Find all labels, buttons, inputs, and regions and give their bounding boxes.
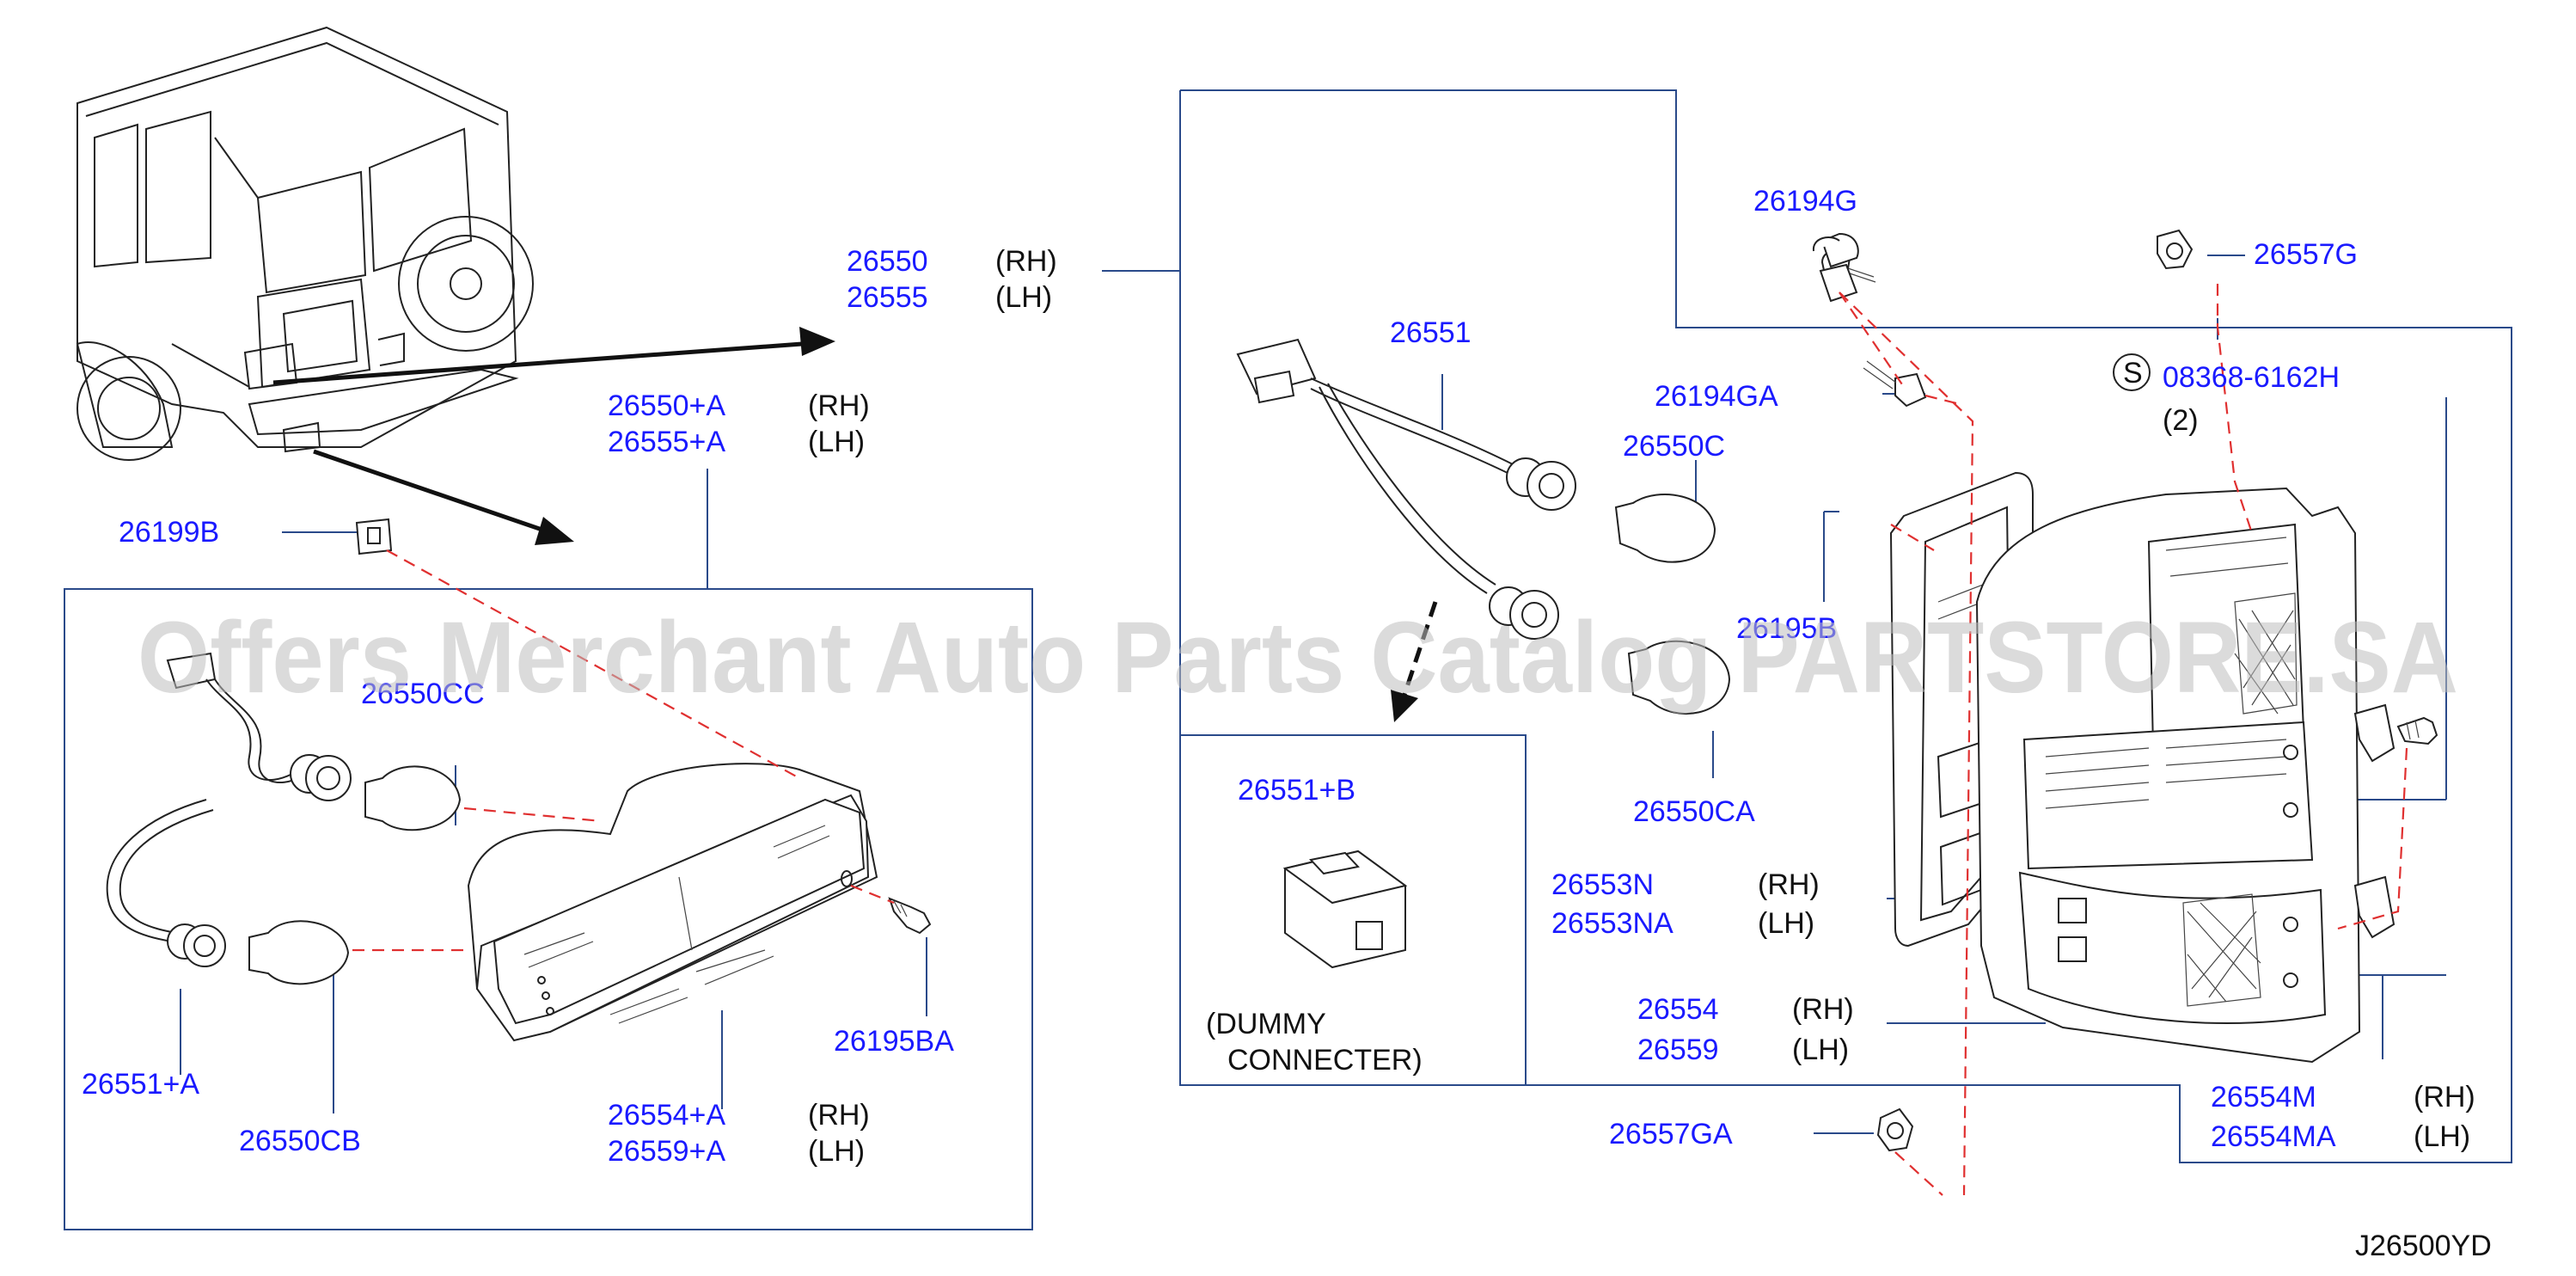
part-number-26555A: 26555+A — [608, 426, 725, 458]
dummy-connector-label-1: (DUMMY — [1206, 1008, 1326, 1040]
part-number-26550CB: 26550CB — [239, 1125, 361, 1157]
dummy-connector-label-2: CONNECTER) — [1227, 1044, 1423, 1077]
part-number-26550A: 26550+A — [608, 390, 725, 422]
part-labels: 26550 26555 (RH) (LH) 26550+A 26555+A (R… — [82, 185, 2492, 1262]
part-number-26553NA: 26553NA — [1551, 907, 1673, 940]
dummy-connector-box — [1179, 734, 1527, 1086]
pointer-arrows — [272, 327, 835, 545]
part-number-26194G: 26194G — [1753, 185, 1857, 218]
watermark-text: Offers Merchant Auto Parts Catalog PARTS… — [138, 601, 2458, 715]
part-number-26550CC: 26550CC — [361, 678, 485, 710]
part-number-26550CA: 26550CA — [1633, 795, 1755, 828]
side-lh: (LH) — [808, 426, 865, 458]
side-lh: (LH) — [2414, 1120, 2470, 1153]
part-number-26553N: 26553N — [1551, 868, 1654, 901]
part-number-26559: 26559 — [1637, 1034, 1719, 1066]
part-number-26555: 26555 — [847, 281, 928, 314]
left-assembly-box — [64, 588, 1033, 1230]
part-number-26551A: 26551+A — [82, 1068, 199, 1101]
part-number-26554A: 26554+A — [608, 1099, 725, 1132]
side-rh: (RH) — [808, 1099, 870, 1132]
part-number-26554M: 26554M — [2211, 1081, 2316, 1113]
side-lh: (LH) — [1792, 1034, 1849, 1066]
part-number-26554MA: 26554MA — [2211, 1120, 2336, 1153]
side-lh: (LH) — [808, 1135, 865, 1168]
part-number-26557G: 26557G — [2254, 238, 2358, 271]
part-number-26559A: 26559+A — [608, 1135, 725, 1168]
side-rh: (RH) — [1792, 993, 1854, 1026]
side-rh: (RH) — [808, 390, 870, 422]
side-lh: (LH) — [1758, 907, 1814, 940]
part-number-26557GA: 26557GA — [1609, 1118, 1733, 1150]
s-mark: S — [2123, 357, 2143, 390]
part-number-26554: 26554 — [1637, 993, 1719, 1026]
part-number-26550C: 26550C — [1623, 430, 1725, 463]
diagram-id: J26500YD — [2355, 1230, 2492, 1262]
part-number-26194GA: 26194GA — [1655, 380, 1778, 413]
tail-lamp-drawing — [1236, 229, 2438, 1152]
quantity-2: (2) — [2163, 404, 2199, 437]
part-number-26199B: 26199B — [119, 516, 219, 549]
side-rh: (RH) — [1758, 868, 1820, 901]
s-mark-circle — [2113, 353, 2151, 391]
side-rh: (RH) — [2414, 1081, 2475, 1113]
vehicle-illustration — [76, 26, 534, 461]
part-number-08368-6162H: 08368-6162H — [2163, 361, 2340, 394]
part-number-26195B: 26195B — [1736, 612, 1837, 645]
side-rh: (RH) — [995, 245, 1057, 278]
assembly-dash-lines — [352, 284, 2408, 1196]
part-number-26551: 26551 — [1390, 316, 1472, 349]
part-number-26550: 26550 — [847, 245, 928, 278]
part-number-26195BA: 26195BA — [834, 1025, 954, 1058]
side-lh: (LH) — [995, 281, 1052, 314]
part-number-26551B: 26551+B — [1238, 774, 1355, 807]
bumper-lamp-drawing — [106, 518, 932, 1042]
